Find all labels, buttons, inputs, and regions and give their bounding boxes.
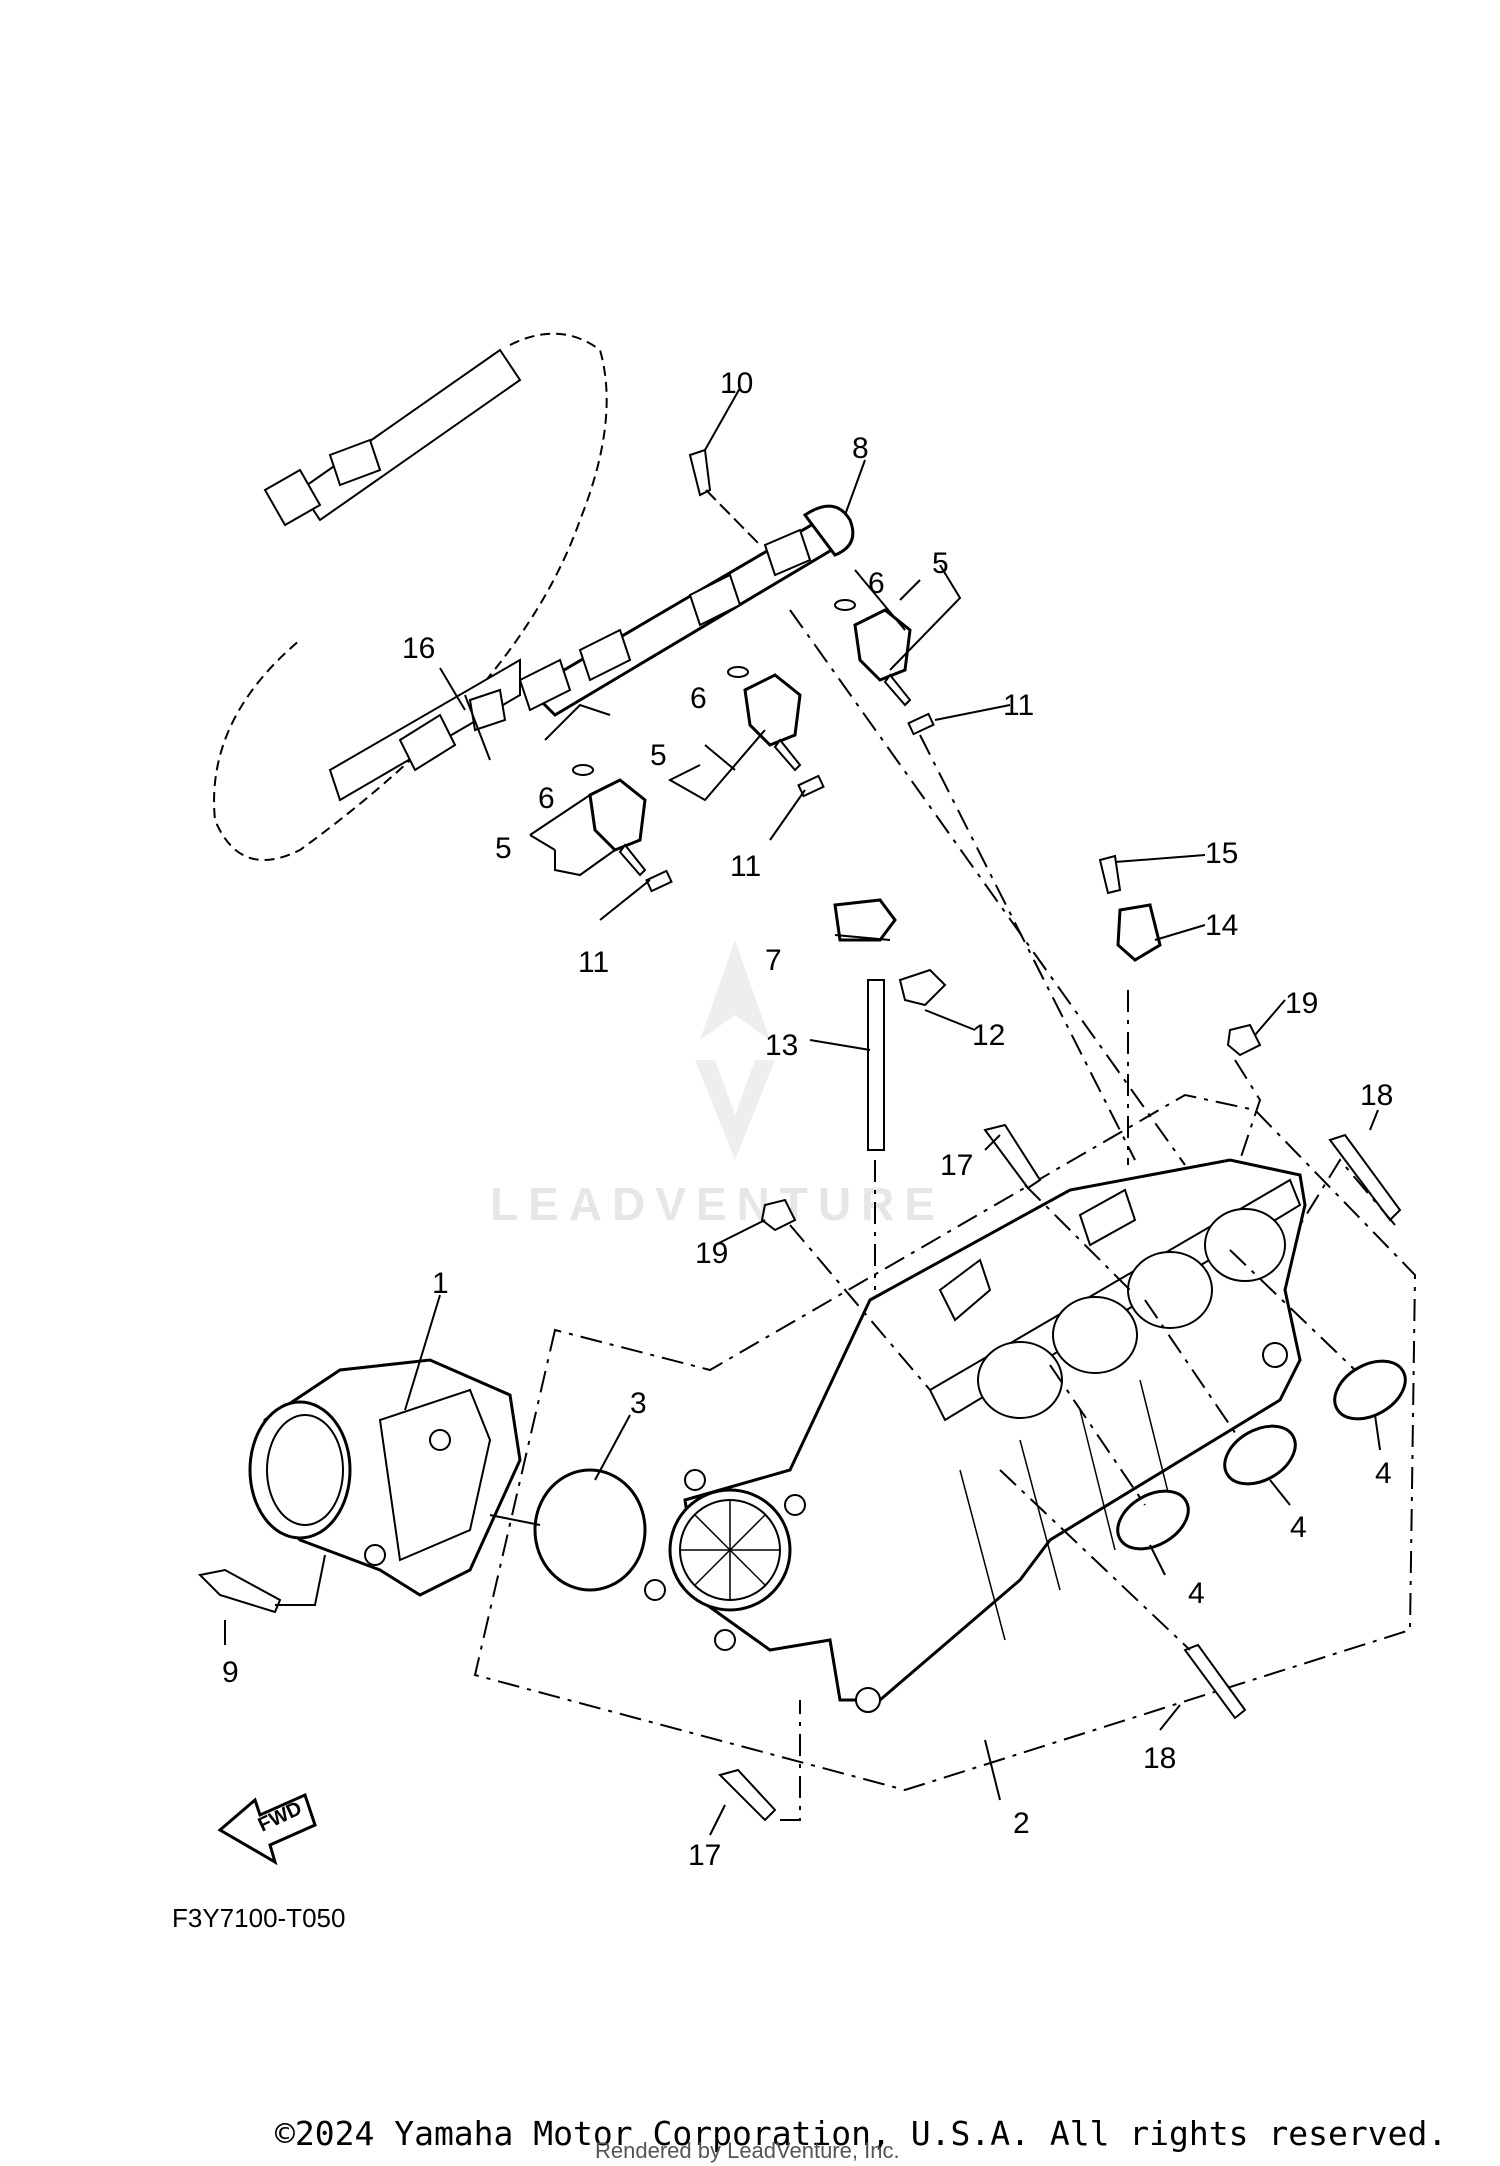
callout-15: 15 [1205,837,1238,870]
callout-4b: 4 [1290,1511,1307,1544]
sensor-14 [1116,903,1162,962]
callout-8: 8 [852,432,869,465]
callout-11c: 11 [578,946,609,979]
bolt-15 [1098,854,1122,895]
bolt-10 [688,448,712,497]
bolt-17a [983,1123,1042,1190]
callout-10: 10 [720,367,753,400]
callout-6b: 6 [690,682,707,715]
callout-7: 7 [765,944,782,977]
fuel-rail [518,504,855,717]
pipe-13 [867,979,885,1151]
assembly-outline [473,1093,1417,1792]
callout-11a: 11 [1003,689,1034,722]
o-ring-6b [727,666,749,678]
copyright-notice: ©2024 Yamaha Motor Corporation, U.S.A. A… [275,2114,1447,2153]
gasket-4a [1116,1489,1190,1551]
fwd-arrow-icon: FWD [217,1792,317,1866]
callout-17b: 17 [688,1839,721,1872]
callout-18b: 18 [1143,1742,1176,1775]
callout-5a: 5 [932,547,949,580]
sensor-7 [833,898,897,942]
leader-lines [224,387,1381,1836]
callout-19b: 19 [695,1237,728,1270]
callout-5c: 5 [495,832,512,865]
callout-14: 14 [1205,909,1238,942]
alignment-lines [780,609,1396,1821]
callout-labels: 1 2 3 4 4 4 5 5 5 6 6 6 7 8 9 10 11 11 1… [222,367,1393,1872]
injector-1 [588,778,647,877]
gasket-4c [1333,1359,1407,1421]
rendered-by-notice: Rendered by LeadVenture, Inc. [595,2138,900,2163]
gasket-3 [533,1468,647,1592]
o-ring-6c [834,599,856,611]
callout-9: 9 [222,1656,239,1689]
callout-6a: 6 [868,567,885,600]
seal-11a [645,869,673,893]
gasket-4b [1223,1424,1297,1486]
watermark-text: LEADVENTURE [490,1178,945,1230]
callout-17a: 17 [940,1149,973,1182]
callout-16: 16 [402,632,435,665]
intake-manifold [644,1158,1307,1713]
callout-4c: 4 [1188,1577,1205,1610]
fuel-hose [213,332,608,861]
callout-19a: 19 [1285,987,1318,1020]
bolt-17b [718,1768,777,1822]
diagram-code: F3Y7100-T050 [172,1903,345,1933]
callout-18a: 18 [1360,1079,1393,1112]
callout-3: 3 [630,1387,647,1420]
callout-2: 2 [1013,1807,1030,1840]
callout-1: 1 [432,1267,449,1300]
seal-11c [907,712,935,736]
bolt-9 [197,1568,282,1614]
callout-6c: 6 [538,782,555,815]
injector-2 [743,673,802,772]
nut-19b [760,1198,797,1232]
callout-13: 13 [765,1029,798,1062]
callout-11b: 11 [730,850,761,883]
leadventure-watermark: LEADVENTURE [490,940,945,1230]
fitting-12 [898,968,947,1007]
stud-18a [1328,1133,1402,1222]
o-ring-6a [572,764,594,776]
nut-19a [1226,1023,1262,1057]
callout-12: 12 [972,1019,1005,1052]
callout-5b: 5 [650,739,667,772]
throttle-body [248,1358,522,1597]
callout-4a: 4 [1375,1457,1392,1490]
stud-18b [1183,1643,1247,1720]
